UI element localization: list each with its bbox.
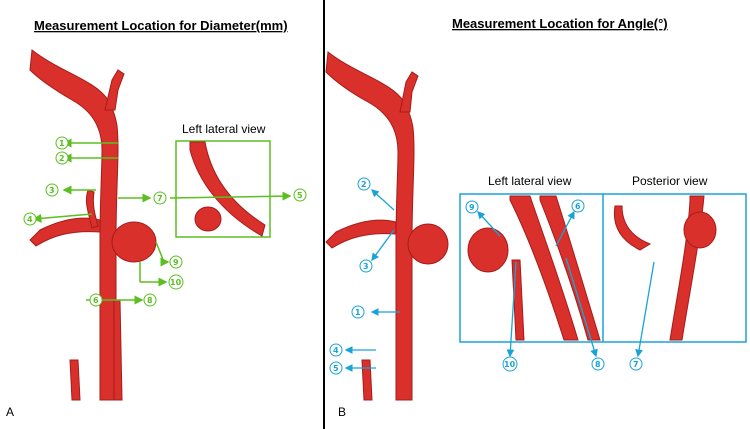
vessel-model-b: [325, 51, 449, 401]
panel-a-letter: A: [6, 405, 14, 419]
svg-text:9: 9: [469, 203, 475, 212]
svg-text:2: 2: [59, 154, 65, 163]
svg-text:9: 9: [173, 258, 179, 267]
panel-b-inset-right-label: Posterior view: [632, 174, 708, 188]
inset-b-left-vessel: [467, 195, 601, 341]
svg-text:3: 3: [49, 186, 55, 195]
panel-b-title: Measurement Location for Angle(°): [452, 16, 668, 31]
svg-text:2: 2: [361, 180, 367, 189]
svg-text:5: 5: [333, 364, 339, 373]
panel-a: Measurement Location for Diameter(mm) Le…: [6, 18, 307, 419]
inset-a-vessel: [189, 141, 266, 237]
svg-text:1: 1: [355, 308, 361, 317]
svg-text:6: 6: [575, 202, 581, 211]
panel-a-inset-label: Left lateral view: [182, 122, 266, 136]
panel-a-title: Measurement Location for Diameter(mm): [34, 18, 288, 33]
svg-text:10: 10: [170, 278, 182, 287]
svg-text:6: 6: [93, 296, 99, 305]
panel-b-inset-left-label: Left lateral view: [488, 174, 572, 188]
svg-text:3: 3: [363, 262, 369, 271]
vessel-model-a: [29, 49, 157, 401]
svg-text:7: 7: [633, 360, 639, 369]
inset-b-right-vessel: [613, 195, 717, 341]
svg-text:8: 8: [147, 296, 153, 305]
panel-b-letter: B: [338, 405, 346, 419]
svg-text:8: 8: [595, 360, 601, 369]
svg-text:10: 10: [504, 360, 516, 369]
svg-text:5: 5: [297, 191, 303, 200]
svg-text:4: 4: [27, 215, 33, 224]
panel-b-markers: [344, 189, 655, 372]
panel-a-marker-labels: 1 2 3 4 5 6 7 8 9 10: [23, 136, 307, 307]
panel-b-marker-labels: 1 2 3 4 5 6 7 8 9 10: [329, 177, 643, 375]
svg-text:4: 4: [333, 346, 339, 355]
panel-a-inset-box: [175, 140, 271, 238]
svg-text:1: 1: [59, 139, 65, 148]
svg-text:7: 7: [157, 194, 163, 203]
panel-b: Measurement Location for Angle(°) Left l…: [325, 16, 747, 419]
